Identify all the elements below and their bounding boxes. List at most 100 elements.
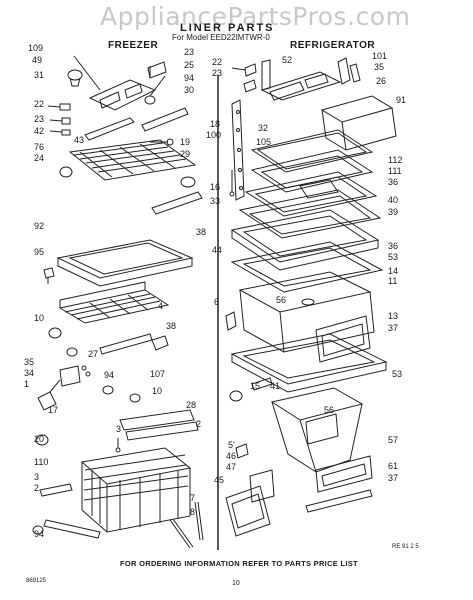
refrigerator-cover-45-part xyxy=(225,485,271,537)
label-49: 49 xyxy=(32,55,43,65)
label-46: 46 xyxy=(226,451,237,461)
refrigerator-shelf-frame-part xyxy=(250,149,374,193)
label-52: 52 xyxy=(282,55,293,65)
freezer-vertical-rod-part xyxy=(169,501,204,549)
refrigerator-bracket-part xyxy=(261,59,271,91)
refrigerator-shelf-frame-2-part xyxy=(244,171,378,217)
label-101: 101 xyxy=(372,51,388,61)
freezer-hinge-bracket-part xyxy=(37,365,91,411)
label-39: 39 xyxy=(388,207,399,217)
label-94: 94 xyxy=(184,73,195,83)
corner-code-right: RE 91 2 5 xyxy=(392,544,419,550)
label-10b: 10 xyxy=(152,386,163,396)
label-35: 35 xyxy=(24,357,35,367)
label-32: 32 xyxy=(258,123,269,133)
label-40: 40 xyxy=(388,195,399,205)
diagram-title: LINER PARTS xyxy=(180,22,275,34)
label-37b: 37 xyxy=(388,473,399,483)
refrigerator-bottom-parts xyxy=(229,377,273,402)
label-112: 112 xyxy=(388,155,403,165)
label-107: 107 xyxy=(150,369,166,379)
label-57: 57 xyxy=(388,435,399,445)
label-41: 41 xyxy=(270,381,281,391)
label-38b: 38 xyxy=(166,321,177,331)
label-26: 26 xyxy=(376,76,387,86)
label-1: 1 xyxy=(24,379,30,389)
refrigerator-clip-6-part xyxy=(225,311,237,331)
label-17: 17 xyxy=(48,405,59,415)
freezer-trim-bar-part xyxy=(84,117,135,141)
freezer-clips-part xyxy=(47,103,71,136)
label-8: 8 xyxy=(190,507,196,517)
page-number: 10 xyxy=(232,580,240,587)
label-11: 11 xyxy=(388,276,398,286)
label-5: 5' xyxy=(228,440,235,450)
label-19: 19 xyxy=(180,137,191,147)
refrigerator-bottom-trim-part xyxy=(305,489,373,513)
label-61: 61 xyxy=(388,461,399,471)
label-2b: 2 xyxy=(34,483,40,493)
label-36b: 36 xyxy=(388,241,399,251)
freezer-wire-shelf-part xyxy=(59,139,197,188)
freezer-lower-parts xyxy=(32,483,101,539)
label-53b: 53 xyxy=(392,369,403,379)
refrigerator-heading: REFRIGERATOR xyxy=(290,40,376,51)
label-18: 18 xyxy=(210,119,221,129)
label-44: 44 xyxy=(212,245,223,255)
footer-note: FOR ORDERING INFORMATION REFER TO PARTS … xyxy=(120,559,358,568)
freezer-tray-part xyxy=(56,239,194,287)
freezer-wire-basket-part xyxy=(80,447,192,533)
freezer-bracket-part xyxy=(144,61,167,105)
refrigerator-top-drawer-part xyxy=(320,95,397,151)
refrigerator-pan-front-part xyxy=(315,455,373,493)
label-22b: 22 xyxy=(212,57,223,67)
label-56b: 56 xyxy=(324,405,335,415)
label-43: 43 xyxy=(74,135,85,145)
refrigerator-crisper-drawer-part xyxy=(238,271,375,353)
label-34: 34 xyxy=(24,368,35,378)
freezer-roller-parts xyxy=(48,327,169,357)
label-25: 25 xyxy=(184,60,195,70)
label-35b: 35 xyxy=(374,62,385,72)
freezer-heading: FREEZER xyxy=(108,40,159,51)
label-100: 100 xyxy=(206,130,222,140)
refrigerator-drawer-front-part xyxy=(315,315,371,363)
freezer-fastener-part xyxy=(43,267,55,284)
label-91: 91 xyxy=(396,95,407,105)
freezer-screw-part xyxy=(150,138,174,146)
label-3b: 3 xyxy=(34,472,40,482)
label-53: 53 xyxy=(388,252,399,262)
label-94c: 94 xyxy=(34,529,45,539)
freezer-strip-part xyxy=(151,191,203,215)
refrigerator-small-parts xyxy=(235,443,275,503)
label-23b: 23 xyxy=(184,47,195,57)
label-95: 95 xyxy=(34,247,45,257)
label-10: 10 xyxy=(34,313,45,323)
label-111: 111 xyxy=(388,166,402,176)
label-33: 33 xyxy=(210,196,221,206)
freezer-rod-part xyxy=(141,107,189,132)
label-23c: 23 xyxy=(212,68,223,78)
refrigerator-meat-pan-part xyxy=(270,387,364,473)
label-24: 24 xyxy=(34,153,45,163)
label-28: 28 xyxy=(186,400,197,410)
label-110: 110 xyxy=(34,457,49,467)
label-29: 29 xyxy=(180,149,191,159)
refrigerator-crisper-cover-part xyxy=(260,71,342,101)
label-37: 37 xyxy=(388,323,399,333)
label-42: 42 xyxy=(34,126,45,136)
label-45: 45 xyxy=(214,475,225,485)
label-23: 23 xyxy=(34,114,45,124)
label-31: 31 xyxy=(34,70,45,80)
label-92: 92 xyxy=(34,221,45,231)
refrigerator-rail-part xyxy=(231,99,245,201)
refrigerator-101-part xyxy=(337,57,361,85)
watermark: AppliancePartsPros.com xyxy=(100,2,411,31)
label-4: 4 xyxy=(158,301,164,311)
label-56: 56 xyxy=(276,295,287,305)
label-6: 6 xyxy=(214,297,220,307)
label-20: 20 xyxy=(34,434,45,444)
label-36: 36 xyxy=(388,177,399,187)
refrigerator-bottom-shelf-part xyxy=(230,333,388,393)
